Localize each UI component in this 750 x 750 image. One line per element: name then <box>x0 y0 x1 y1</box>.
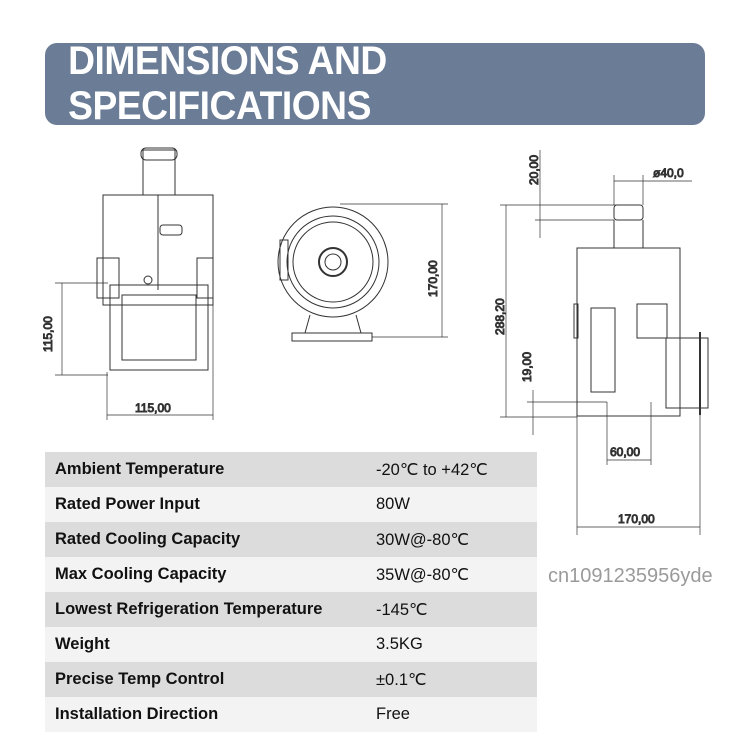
spec-value: ±0.1℃ <box>376 670 427 689</box>
spec-row: Lowest Refrigeration Temperature -145℃ <box>45 592 537 627</box>
spec-value: -20℃ to +42℃ <box>376 460 488 479</box>
page-title: DIMENSIONS AND SPECIFICATIONS <box>68 39 387 128</box>
spec-value: 35W@-80℃ <box>376 565 470 584</box>
spec-value: 30W@-80℃ <box>376 530 470 549</box>
spec-row: Weight 3.5KG <box>45 627 537 662</box>
spec-row: Ambient Temperature -20℃ to +42℃ <box>45 452 537 487</box>
foot-height-dim: 19,00 <box>520 352 534 382</box>
spec-value: 3.5KG <box>376 635 423 653</box>
spec-row: Installation Direction Free <box>45 697 537 732</box>
spec-row: Rated Cooling Capacity 30W@-80℃ <box>45 522 537 557</box>
spec-row: Max Cooling Capacity 35W@-80℃ <box>45 557 537 592</box>
spec-label: Precise Temp Control <box>55 670 225 688</box>
spec-value: -145℃ <box>376 600 428 619</box>
front-width-dim: 115,00 <box>135 401 171 415</box>
spec-label: Weight <box>55 635 110 653</box>
spec-label: Ambient Temperature <box>55 460 225 478</box>
spec-row: Rated Power Input 80W <box>45 487 537 522</box>
spec-table: Ambient Temperature -20℃ to +42℃ Rated Po… <box>45 452 537 732</box>
spec-row: Precise Temp Control ±0.1℃ <box>45 662 537 697</box>
spec-value: 80W <box>376 495 410 513</box>
total-height-dim: 288,20 <box>493 298 507 335</box>
back-width-dim: 170,00 <box>618 512 655 526</box>
spec-value: Free <box>376 705 410 723</box>
front-view-drawing <box>55 147 214 420</box>
spec-label: Rated Cooling Capacity <box>55 530 241 548</box>
spec-label: Max Cooling Capacity <box>55 565 227 583</box>
title-banner: DIMENSIONS AND SPECIFICATIONS <box>45 39 705 128</box>
spec-label: Lowest Refrigeration Temperature <box>55 600 323 618</box>
watermark: cn1091235956yde <box>548 565 713 587</box>
back-view-drawing <box>500 150 709 535</box>
side-view-drawing <box>277 203 448 342</box>
spec-label: Installation Direction <box>55 705 219 723</box>
cap-diameter-dim: ø40,0 <box>653 166 684 180</box>
front-height-dim: 115,00 <box>41 316 55 352</box>
hole-spacing-dim: 60,00 <box>610 445 640 459</box>
side-height-dim: 170,00 <box>426 260 440 297</box>
spec-label: Rated Power Input <box>55 495 200 513</box>
cap-height-dim: 20,00 <box>527 155 541 185</box>
